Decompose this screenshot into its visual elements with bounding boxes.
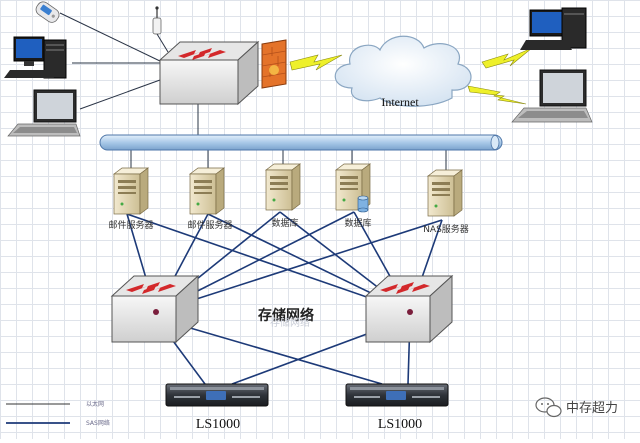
- storage-unit-label-2: LS1000: [378, 417, 422, 432]
- server-2: [188, 167, 226, 215]
- link-antenna-router: [156, 33, 169, 53]
- switch-port-dots: [153, 309, 413, 315]
- server-label-1: 邮件服务器: [108, 219, 153, 231]
- server-label-3: 数据库: [271, 217, 298, 229]
- desktop-computer-icon: [4, 36, 67, 79]
- legend-ethernet-label: 以太网: [86, 400, 104, 408]
- server-1: [112, 167, 150, 215]
- server-4: [334, 163, 372, 213]
- sas-link: [155, 317, 383, 385]
- legend-sas-label: SAS网络: [86, 419, 110, 427]
- storage-network-label: 存储网络: [258, 307, 314, 324]
- storage-switch-left: [110, 274, 200, 344]
- server-label-5: NAS服务器: [423, 223, 469, 235]
- legend: 以太网 SAS网络: [6, 400, 110, 427]
- database-cylinder-icon: [357, 195, 369, 213]
- link-laptop-router: [79, 79, 161, 110]
- lightning-icon: [481, 47, 533, 69]
- sas-link: [155, 219, 443, 313]
- remote-laptop-icon: [511, 69, 593, 123]
- link-phone-router: [59, 12, 163, 63]
- server-5: [426, 169, 464, 217]
- remote-desktop-icon: [520, 7, 587, 50]
- firewall-icon: [261, 39, 287, 89]
- lightning-icon: [467, 85, 527, 105]
- lightning-icon: [289, 54, 343, 71]
- internet-label: Internet: [381, 95, 419, 109]
- storage-unit-2: [345, 383, 449, 407]
- antenna-icon: [152, 6, 162, 35]
- ethernet-links: [59, 12, 447, 170]
- core-router-icon: [158, 40, 260, 106]
- storage-unit-1: [165, 383, 269, 407]
- storage-network-shadow-label: 存储网络: [270, 316, 310, 329]
- brand-watermark: 中存超力: [535, 397, 618, 418]
- server-label-2: 邮件服务器: [187, 219, 232, 231]
- ethernet-bus: [99, 134, 503, 151]
- wechat-icon: [535, 397, 562, 418]
- brand-label: 中存超力: [566, 401, 618, 416]
- mobile-phone-icon: [35, 1, 60, 23]
- internet-cloud-icon: Internet: [334, 35, 472, 109]
- server-label-4: 数据库: [344, 217, 371, 229]
- laptop-icon: [7, 89, 81, 137]
- server-3: [264, 163, 302, 211]
- storage-unit-label-1: LS1000: [196, 417, 240, 432]
- storage-switch-right: [364, 274, 454, 344]
- sas-link: [126, 213, 411, 313]
- lightning-bolts: [289, 47, 533, 105]
